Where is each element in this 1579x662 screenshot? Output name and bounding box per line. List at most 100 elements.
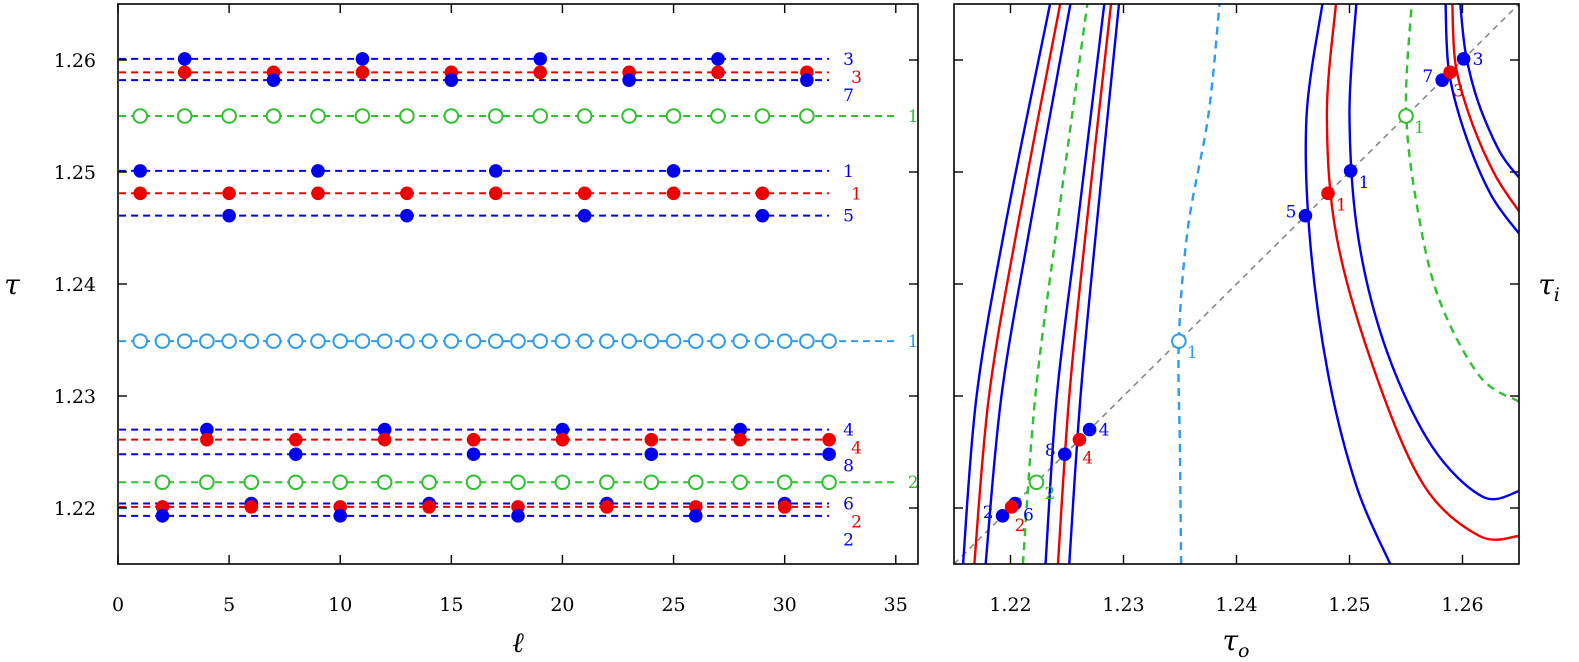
series-9-point-1 (288, 432, 303, 447)
series-11-point-10 (599, 474, 615, 491)
fixed-point-8 (1298, 208, 1313, 223)
right-x-axis-label: τo (1223, 624, 1250, 662)
series-7-point-16 (487, 333, 504, 349)
series-9-point-6 (733, 432, 748, 447)
fixed-point-10 (1343, 164, 1358, 178)
left-plot-data (119, 52, 896, 523)
series-2-point-2 (622, 73, 636, 87)
series-11-point-1 (199, 474, 215, 491)
fixed-point-9 (1321, 186, 1335, 201)
left-x-axis-label: ℓ (512, 626, 524, 659)
series-label-10: 8 (843, 457, 854, 477)
series-label-2: 7 (843, 86, 854, 106)
series-11-point-15 (821, 474, 837, 491)
curve-13 (1451, 4, 1519, 212)
series-11-point-5 (376, 474, 393, 491)
series-5-point-2 (311, 186, 325, 201)
series-11-point-6 (421, 474, 437, 491)
series-3-point-0 (132, 108, 149, 124)
series-4-point-0 (133, 164, 148, 178)
series-7-point-19 (554, 333, 571, 349)
series-5-point-4 (488, 186, 503, 201)
series-3-point-11 (621, 108, 637, 124)
fixed-point-label-9: 1 (1336, 195, 1347, 215)
series-14-point-0 (155, 509, 170, 523)
r-x-tick-label-0: 1.22 (989, 594, 1031, 616)
series-7-point-18 (532, 333, 549, 349)
series-7-point-20 (576, 333, 593, 349)
series-11-point-14 (776, 474, 793, 491)
fixed-point-14 (1456, 52, 1471, 66)
right-plot-data (954, 4, 1519, 564)
series-7-point-25 (687, 333, 704, 349)
series-label-1: 3 (851, 68, 862, 88)
series-3-point-15 (799, 108, 815, 124)
curve-8 (1304, 4, 1392, 564)
series-8-point-2 (555, 422, 570, 437)
series-7-point-24 (665, 333, 682, 349)
y-tick-label-0: 1.22 (54, 498, 96, 520)
series-3-point-8 (487, 108, 504, 124)
series-1-point-0 (177, 65, 192, 80)
series-13-point-7 (777, 500, 792, 514)
series-6-point-2 (577, 208, 592, 223)
series-label-3: 1 (908, 107, 919, 127)
curve-9 (1325, 4, 1519, 541)
series-7-point-5 (243, 333, 260, 349)
series-7-point-6 (265, 333, 282, 349)
series-7-point-21 (599, 333, 615, 349)
series-7-point-9 (332, 333, 349, 349)
y-tick-label-4: 1.26 (54, 50, 96, 72)
fixed-point-label-10: 1 (1359, 173, 1370, 193)
fixed-point-label-0: 2 (983, 503, 994, 523)
fixed-point-6 (1082, 422, 1097, 437)
series-3-point-12 (665, 108, 682, 124)
series-11-point-9 (554, 474, 571, 491)
series-5-point-1 (222, 186, 236, 201)
series-label-14: 2 (843, 531, 854, 551)
series-13-point-1 (244, 500, 259, 514)
series-11-point-7 (465, 474, 482, 491)
series-7-point-0 (132, 333, 149, 349)
series-11-point-2 (243, 474, 260, 491)
series-11-point-3 (287, 474, 304, 491)
series-1-point-2 (355, 65, 370, 80)
series-4-point-1 (311, 164, 325, 178)
series-7-point-28 (754, 333, 771, 349)
right-y-axis-label-main: τ (1538, 268, 1554, 301)
x-tick-label-3: 15 (439, 594, 463, 616)
fixed-point-label-5: 4 (1082, 449, 1093, 469)
curve-5 (1056, 4, 1113, 564)
series-7-point-29 (776, 333, 793, 349)
curve-1 (973, 4, 1062, 564)
series-13-point-3 (422, 500, 436, 514)
fixed-point-label-14: 3 (1473, 50, 1484, 70)
series-9-point-7 (822, 432, 836, 447)
left-y-axis-label: τ (4, 268, 20, 301)
series-3-point-1 (176, 108, 193, 124)
series-8-point-0 (200, 422, 214, 437)
series-11-point-0 (154, 474, 171, 491)
series-7-point-1 (154, 333, 171, 349)
fixed-point-7 (1171, 333, 1187, 349)
series-9-point-0 (200, 432, 214, 447)
series-label-7: 1 (908, 332, 919, 352)
diagonal-line (954, 4, 1519, 564)
fixed-point-2 (1004, 500, 1019, 514)
curve-10 (1348, 4, 1519, 501)
x-tick-label-4: 20 (550, 594, 574, 616)
series-9-point-2 (377, 432, 392, 447)
series-label-0: 3 (843, 50, 854, 70)
fixed-point-label-7: 1 (1187, 343, 1198, 363)
y-tick-label-3: 1.25 (54, 162, 96, 184)
fixed-point-label-1: 6 (1023, 506, 1034, 526)
fixed-point-label-6: 4 (1099, 421, 1110, 441)
r-x-tick-label-1: 1.23 (1102, 594, 1144, 616)
curve-6 (1068, 4, 1121, 564)
series-7-point-31 (821, 333, 837, 349)
series-9-point-5 (644, 432, 659, 447)
series-7-point-4 (221, 333, 237, 349)
series-9-point-3 (466, 432, 481, 447)
